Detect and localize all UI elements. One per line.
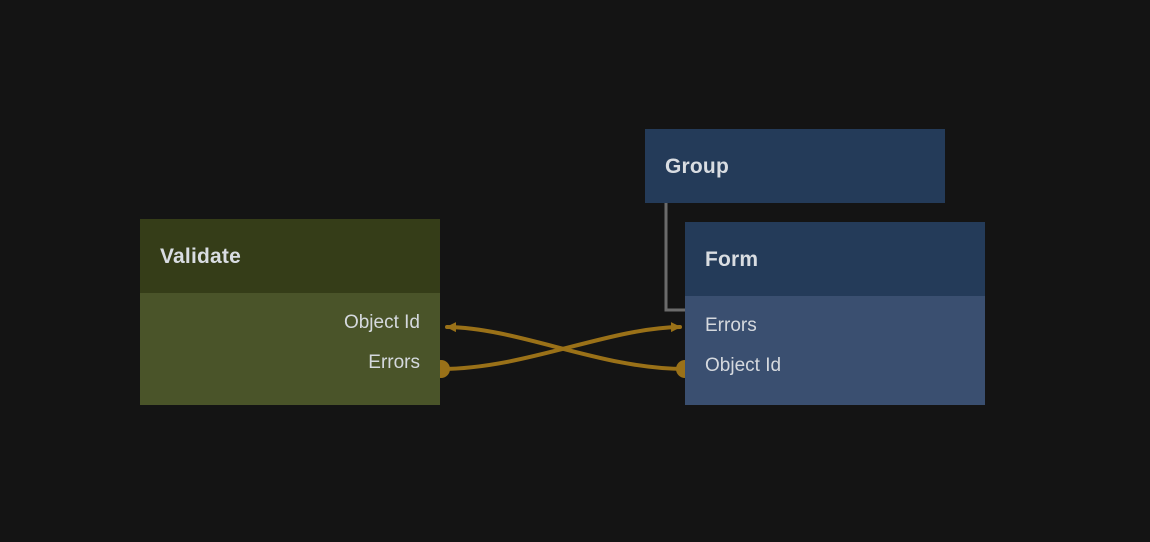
node-validate-title: Validate (160, 244, 241, 268)
node-group-header[interactable]: Group (645, 129, 945, 203)
port-form-errors-label: Errors (705, 314, 757, 336)
port-validate-object-id-label: Object Id (343, 311, 420, 333)
port-validate-errors[interactable]: Errors (140, 342, 440, 382)
node-form-header[interactable]: Form (685, 222, 985, 296)
connector-form-objectid-to-validate-objectid (445, 322, 694, 378)
port-form-errors[interactable]: Errors (685, 305, 985, 345)
node-form[interactable]: Form Errors Object Id (685, 222, 985, 405)
node-validate[interactable]: Validate Object Id Errors (140, 219, 440, 405)
port-validate-object-id[interactable]: Object Id (140, 302, 440, 342)
port-form-object-id-label: Object Id (705, 354, 782, 376)
node-validate-header[interactable]: Validate (140, 219, 440, 293)
node-validate-body: Object Id Errors (140, 293, 440, 405)
node-group[interactable]: Group (645, 129, 945, 203)
connector-validate-errors-to-form-errors (432, 322, 682, 378)
node-group-title: Group (665, 154, 729, 178)
group-bracket (664, 203, 687, 312)
port-form-object-id[interactable]: Object Id (685, 345, 985, 385)
node-form-title: Form (705, 247, 759, 271)
port-validate-errors-label: Errors (368, 351, 420, 373)
node-form-body: Errors Object Id (685, 296, 985, 405)
